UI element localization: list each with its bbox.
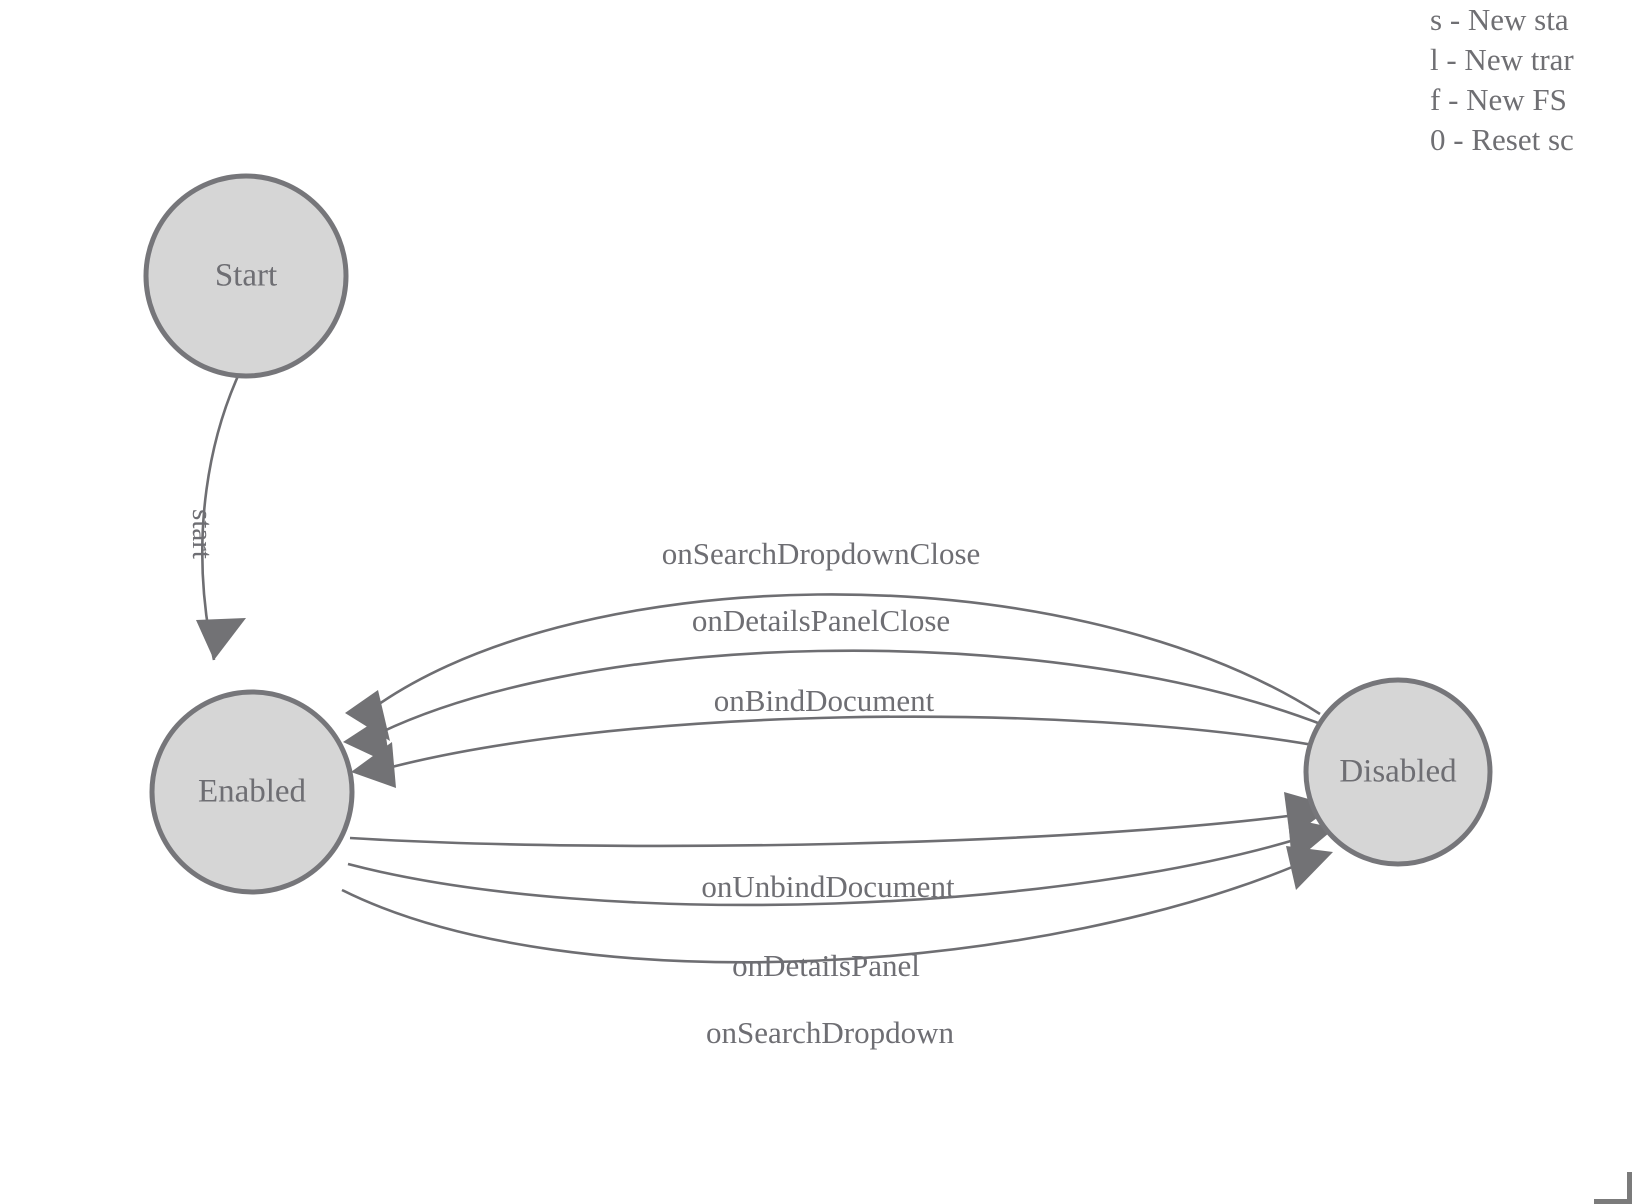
state-node-start[interactable]: Start [143, 173, 349, 379]
state-node-disabled-label: Disabled [1339, 754, 1457, 790]
edge-path-onsearchdropdownclose[interactable] [359, 593, 1321, 720]
edge-label-start: start [186, 509, 218, 559]
arrowhead-onsearchdropdown [1286, 846, 1333, 890]
scrollbar-vertical-stub[interactable] [1627, 1172, 1632, 1204]
edge-label-onunbinddocument: onUnbindDocument [701, 869, 955, 904]
arrowhead-ondetailspanelclose [343, 716, 390, 764]
edge-path-onunbinddocument[interactable] [349, 810, 1319, 848]
state-node-disabled[interactable]: Disabled [1303, 677, 1493, 867]
edge-label-onsearchdropdown: onSearchDropdown [706, 1015, 954, 1050]
state-node-enabled[interactable]: Enabled [149, 689, 355, 895]
arrowhead-onbinddocument [351, 742, 396, 788]
edge-group-onSearchDropdown[interactable] [341, 846, 1333, 964]
state-node-disabled-circle[interactable] [1303, 677, 1493, 867]
edge-group-start-to-enabled[interactable] [196, 375, 246, 661]
state-node-start-label: Start [215, 258, 277, 294]
edge-label-onsearchdropdownclose: onSearchDropdownClose [662, 536, 981, 571]
edge-label-ondetailspanelclose: onDetailsPanelClose [692, 603, 950, 638]
arrowhead-start [196, 618, 246, 660]
edge-path-start[interactable] [201, 375, 240, 661]
edge-path-ondetailspanelclose[interactable] [357, 649, 1327, 746]
edge-label-ondetailspanel: onDetailsPanel [732, 948, 920, 983]
edge-group-onDetailsPanelClose[interactable] [343, 649, 1327, 764]
scrollbar-horizontal-stub[interactable] [1594, 1199, 1632, 1204]
edge-path-onbinddocument[interactable] [365, 715, 1331, 776]
edge-path-onsearchdropdown[interactable] [341, 854, 1319, 964]
edge-group-onBindDocument[interactable] [351, 715, 1331, 788]
edge-group-onUnbindDocument[interactable] [349, 792, 1333, 848]
edge-path-ondetailspanel[interactable] [347, 830, 1321, 907]
edge-label-onbinddocument: onBindDocument [714, 683, 935, 718]
state-node-enabled-circle[interactable] [149, 689, 355, 895]
state-node-enabled-label: Enabled [198, 774, 307, 810]
state-node-start-circle[interactable] [143, 173, 349, 379]
